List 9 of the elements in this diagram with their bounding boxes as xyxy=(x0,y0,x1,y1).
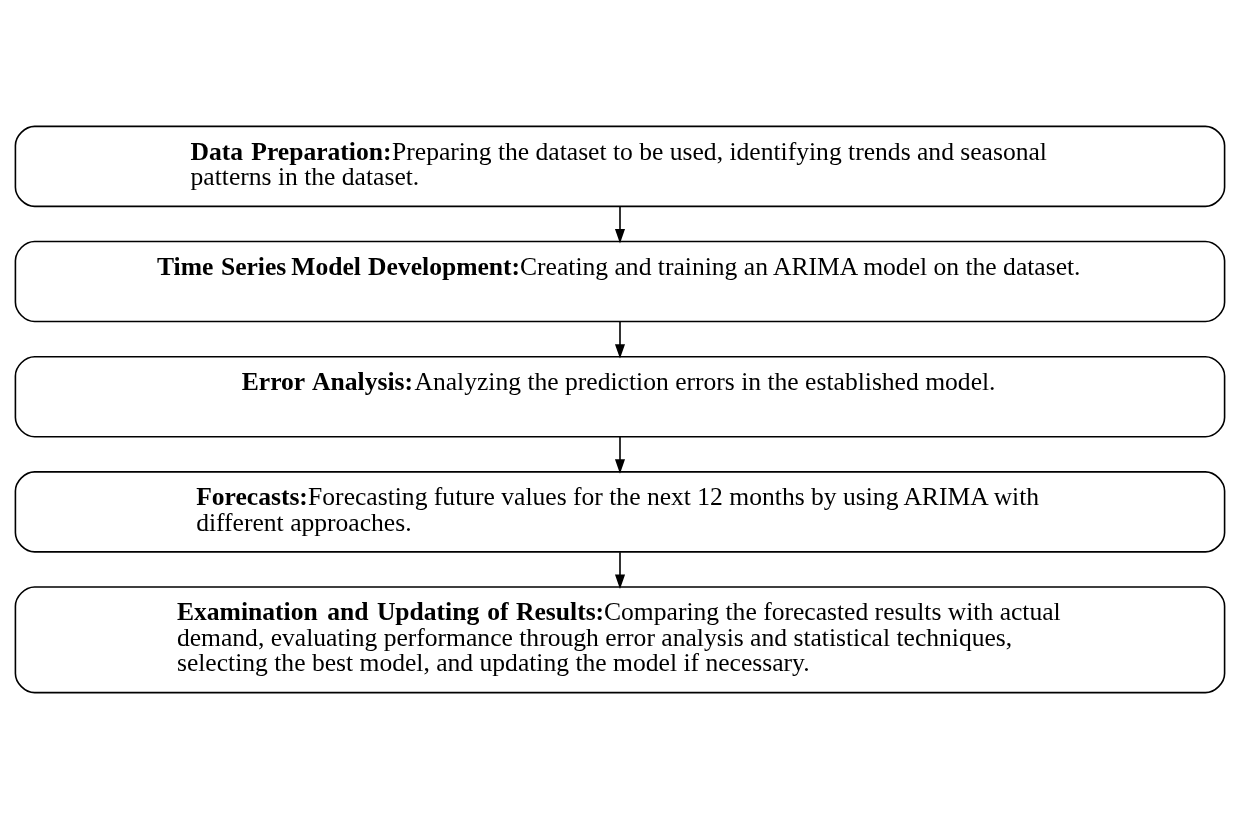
node-box: Data Preparation:Preparing the dataset to be used, identifying trends and seasonal patterns in the dataset. xyxy=(14,125,1226,208)
node-box: Forecasts:Forecasting future values for the next 12 months by using ARIMA with different approaches. xyxy=(14,471,1226,553)
node-box: Error Analysis:Analyzing the prediction errors in the established model. xyxy=(14,355,1226,438)
node-box: Examination and Updating of Results:Comparing the forecasted results with actual demand, evaluating performance through error analysis and statistical techniques, selecting the best model, and updating the model if necessary. xyxy=(14,586,1226,694)
node-box: Time Series Model Development:Creating and training an ARIMA model on the dataset. xyxy=(14,240,1226,323)
arrow xyxy=(614,436,626,474)
arrow xyxy=(614,551,626,590)
arrow xyxy=(614,205,626,244)
arrow xyxy=(614,320,626,359)
